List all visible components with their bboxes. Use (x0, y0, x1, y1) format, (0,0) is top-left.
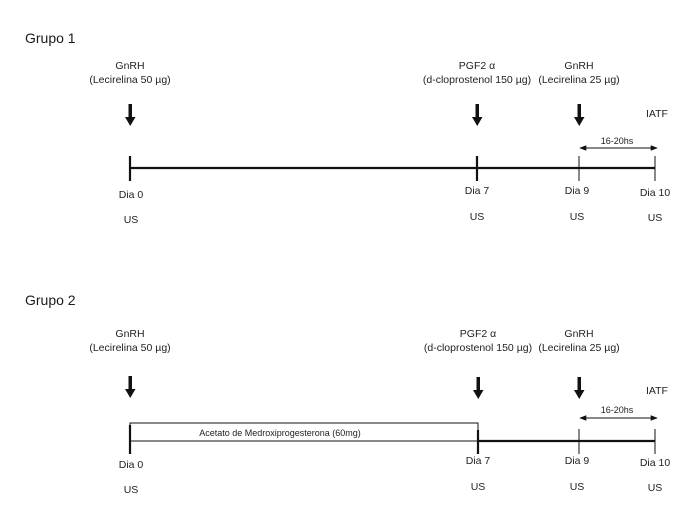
exam-label: US (471, 481, 486, 493)
day-label: Dia 9 (565, 185, 590, 197)
event-dose-label: (d-cloprostenol 150 µg) (423, 74, 531, 86)
treatment-bar-label: Acetato de Medroxiprogesterona (60mg) (199, 428, 361, 438)
event-dose-label: (d-cloprostenol 150 µg) (424, 342, 532, 354)
day-label: Dia 10 (640, 457, 671, 469)
event-drug-label: GnRH (564, 328, 593, 340)
day-label: Dia 0 (119, 189, 144, 201)
exam-label: US (648, 212, 663, 224)
day-label: Dia 0 (119, 459, 144, 471)
down-arrow-icon (574, 377, 585, 399)
exam-label: US (648, 482, 663, 494)
down-arrow-icon (574, 104, 585, 126)
event-drug-label: GnRH (115, 60, 144, 72)
down-arrow-icon (473, 377, 484, 399)
iatf-label: IATF (646, 108, 668, 120)
iatf-label: IATF (646, 385, 668, 397)
event-drug-label: GnRH (564, 60, 593, 72)
event-dose-label: (Lecirelina 50 µg) (89, 74, 170, 86)
down-arrow-icon (472, 104, 483, 126)
day-label: Dia 9 (565, 455, 590, 467)
group-2: Grupo 2 GnRH (Lecirelina 50 µg) PGF2 α (… (25, 292, 670, 496)
exam-label: US (124, 484, 139, 496)
event-dose-label: (Lecirelina 25 µg) (538, 342, 619, 354)
event-drug-label: PGF2 α (459, 60, 495, 72)
exam-label: US (570, 211, 585, 223)
exam-label: US (570, 481, 585, 493)
interval-label: 16-20hs (601, 405, 634, 415)
exam-label: US (124, 214, 139, 226)
group-1: Grupo 1 GnRH (Lecirelina 50 µg) PGF2 α (… (25, 30, 670, 226)
day-label: Dia 7 (465, 185, 490, 197)
exam-label: US (470, 211, 485, 223)
event-drug-label: GnRH (115, 328, 144, 340)
event-drug-label: PGF2 α (460, 328, 496, 340)
down-arrow-icon (125, 104, 136, 126)
day-label: Dia 7 (466, 455, 491, 467)
event-dose-label: (Lecirelina 25 µg) (538, 74, 619, 86)
group-title: Grupo 2 (25, 292, 76, 308)
group-title: Grupo 1 (25, 30, 76, 46)
event-dose-label: (Lecirelina 50 µg) (89, 342, 170, 354)
day-label: Dia 10 (640, 187, 671, 199)
down-arrow-icon (125, 376, 136, 398)
interval-label: 16-20hs (601, 136, 634, 146)
